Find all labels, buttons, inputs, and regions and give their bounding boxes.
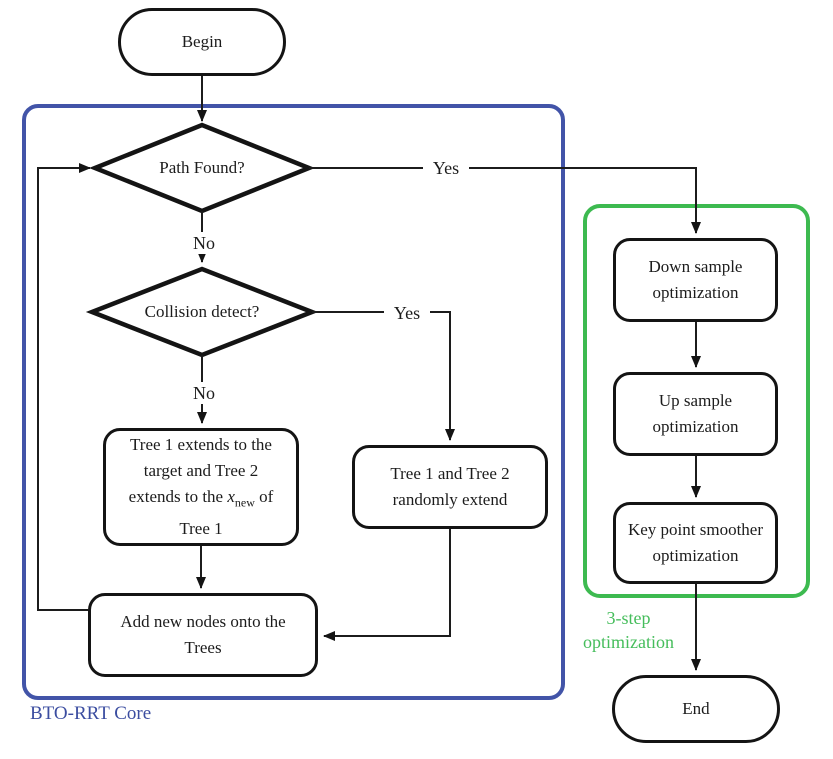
down-sample-node: Down sample optimization [613,238,778,322]
opt-label-line1: 3-step [606,608,651,628]
bto-rrt-core-label: BTO-RRT Core [30,703,152,724]
collision-no-label: No [183,382,225,404]
add-nodes-line1: Add new nodes onto the [120,612,286,631]
down-sample-line2: optimization [652,283,739,302]
random-extend-line2: randomly extend [392,490,508,509]
up-sample-node: Up sample optimization [613,372,778,456]
key-point-line2: optimization [652,546,739,565]
random-extend-line1: Tree 1 and Tree 2 [390,464,510,483]
add-nodes-line2: Trees [184,638,222,657]
tree-extends-line3-prefix: extends to the [128,487,224,507]
edge-collision-yes [312,311,455,441]
edge-pathfound-yes [309,167,701,234]
tree-extends-line2: target and Tree 2 [143,461,259,481]
path-found-no-label: No [183,232,225,254]
edge-randomextend-to-addnodes [323,529,451,641]
tree-extends-line3-suffix: of [259,487,274,507]
down-sample-line1: Down sample [648,257,743,276]
bto-rrt-core-region [22,104,565,700]
tree-extends-line1: Tree 1 extends to the [130,435,272,455]
x-new-variable: x [227,487,235,507]
end-node: End [612,675,780,743]
end-label: End [682,699,710,718]
three-step-optimization-label: 3-step optimization [556,606,701,654]
key-point-line1: Key point smoother [627,520,764,539]
collision-detect-label: Collision detect? [144,302,260,321]
add-nodes-node: Add new nodes onto the Trees [88,593,318,677]
x-new-subscript: new [234,495,255,510]
opt-label-line2: optimization [583,632,674,652]
begin-label: Begin [181,32,223,51]
tree-extends-node: Tree 1 extends to the target and Tree 2 … [103,428,299,546]
tree-extends-line4: Tree 1 [179,518,223,538]
up-sample-line1: Up sample [658,391,733,410]
key-point-node: Key point smoother optimization [613,502,778,584]
path-found-yes-label: Yes [423,157,469,179]
random-extend-node: Tree 1 and Tree 2 randomly extend [352,445,548,529]
begin-node: Begin [118,8,286,76]
tree-extends-line3: extends to the xnew of [129,484,274,515]
path-found-label: Path Found? [159,158,245,177]
up-sample-line2: optimization [652,417,739,436]
edge-feedback-loop [37,163,91,611]
collision-yes-label: Yes [384,302,430,324]
